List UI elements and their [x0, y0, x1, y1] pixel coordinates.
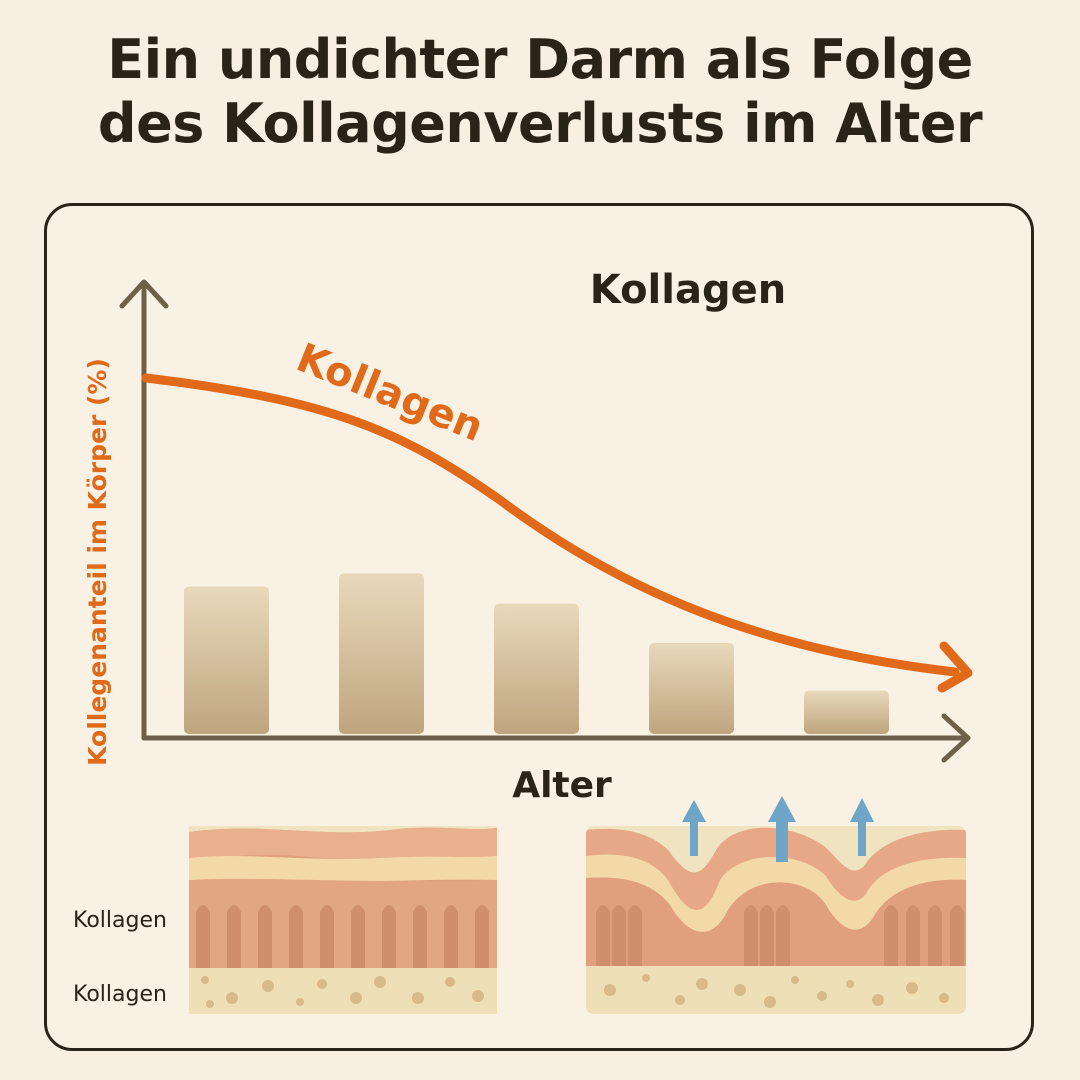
tissue-label-top: Kollagen	[73, 908, 167, 933]
tissue-dot	[734, 984, 746, 996]
tissue-dot	[472, 990, 484, 1002]
tissue-dot	[764, 996, 776, 1008]
tissue-dot	[791, 976, 799, 984]
villus	[351, 905, 365, 968]
chart-heading: Kollagen	[590, 267, 786, 313]
bar-1	[184, 586, 269, 734]
tissue-dot	[939, 993, 949, 1003]
collagen-curve	[141, 373, 960, 677]
tissue-dot	[696, 978, 708, 990]
villus	[258, 905, 272, 968]
collagen-curve-arrowhead	[937, 641, 973, 693]
tissue-dot	[445, 977, 455, 987]
tissue-dot	[846, 980, 854, 988]
tissue-dot	[906, 982, 918, 994]
bar-3	[494, 603, 579, 734]
villus	[289, 905, 303, 968]
damaged-tissue-illustration	[586, 826, 966, 1014]
x-axis-label: Alter	[512, 765, 612, 806]
title-line-1: Ein undichter Darm als Folge	[107, 28, 973, 91]
healthy-dots	[201, 976, 484, 1008]
bar-4	[649, 642, 734, 734]
leak-arrow-icon	[850, 798, 874, 856]
tissue-dot	[296, 998, 304, 1006]
bar-5	[804, 690, 889, 734]
villus	[413, 905, 427, 968]
leak-arrows	[682, 796, 874, 862]
tissue-dot	[206, 1000, 214, 1008]
villus	[628, 905, 642, 966]
villus	[906, 905, 920, 966]
bar-group	[184, 573, 889, 734]
axes	[119, 279, 971, 763]
tissue-dot	[226, 992, 238, 1004]
tissue-dot	[350, 992, 362, 1004]
villus	[475, 905, 489, 968]
tissue-label-bottom: Kollagen	[73, 982, 167, 1007]
villus	[196, 905, 210, 968]
y-axis-arrowhead	[119, 279, 169, 309]
villus	[320, 905, 334, 968]
villus	[596, 905, 610, 966]
tissue-dot	[374, 976, 386, 988]
healthy-villi	[196, 905, 489, 968]
bar-2	[339, 573, 424, 734]
title-line-2: des Kollagenverlusts im Alter	[97, 92, 983, 155]
villus	[744, 905, 758, 966]
villus	[776, 905, 790, 966]
tissue-dot	[604, 984, 616, 996]
villus	[950, 905, 964, 966]
tissue-dot	[642, 974, 650, 982]
x-axis-arrowhead	[941, 713, 971, 763]
tissue-dot	[675, 995, 685, 1005]
leak-arrow-icon	[768, 796, 796, 862]
tissue-dot	[412, 992, 424, 1004]
villus	[760, 905, 774, 966]
villus	[382, 905, 396, 968]
page-title: Ein undichter Darm als Folge des Kollage…	[0, 28, 1080, 156]
tissue-dot	[317, 979, 327, 989]
villus	[612, 905, 626, 966]
villus	[227, 905, 241, 968]
villus	[884, 905, 898, 966]
leak-arrow-icon	[682, 800, 706, 856]
tissue-dot	[262, 980, 274, 992]
damaged-villi	[596, 905, 964, 966]
damaged-base-layer	[586, 966, 966, 1014]
damaged-dots	[604, 974, 949, 1008]
healthy-base-layer	[189, 968, 497, 1014]
y-axis-label: Kollegenanteil im Körper (%)	[83, 358, 112, 766]
tissue-dot	[872, 994, 884, 1006]
tissue-dot	[201, 976, 209, 984]
healthy-tissue-illustration	[189, 826, 497, 1014]
villus	[444, 905, 458, 968]
tissue-dot	[817, 991, 827, 1001]
villus	[928, 905, 942, 966]
